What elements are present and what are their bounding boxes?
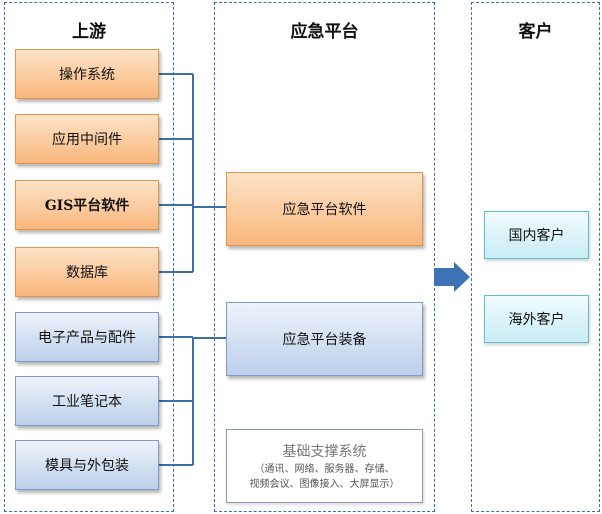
upstream-item-label: 数据库: [66, 265, 108, 281]
upstream-item-label: 电子产品与配件: [38, 330, 136, 346]
right-arrow-icon: [434, 262, 470, 292]
upstream-item-gis: GIS平台软件: [15, 180, 159, 230]
platform-software-box: 应急平台软件: [226, 172, 423, 246]
upstream-column-title: 上游: [72, 22, 106, 42]
customer-label: 海外客户: [508, 312, 565, 328]
customer-column-title: 客户: [518, 22, 553, 42]
upstream-item-label: 工业笔记本: [52, 394, 122, 410]
base-support-detail-2: 视频会议、图像接入、大屏显示）: [249, 479, 400, 490]
platform-equipment-box: 应急平台装备: [226, 302, 423, 376]
upstream-item-database: 数据库: [15, 247, 159, 297]
platform-software-label: 应急平台软件: [282, 202, 367, 218]
upstream-item-label: 应用中间件: [52, 132, 122, 148]
base-support-title: 基础支撑系统: [282, 444, 367, 460]
upstream-item-label: GIS平台软件: [44, 198, 130, 214]
base-support-box: 基础支撑系统 （通讯、网络、服务器、存储、 视频会议、图像接入、大屏显示）: [226, 429, 423, 503]
upstream-item-electronics: 电子产品与配件: [15, 312, 159, 362]
upstream-item-label: 操作系统: [59, 67, 115, 83]
upstream-item-os: 操作系统: [15, 49, 159, 99]
customer-label: 国内客户: [508, 228, 565, 244]
platform-column-title: 应急平台: [290, 22, 359, 42]
base-support-detail-1: （通讯、网络、服务器、存储、: [254, 464, 395, 475]
customer-overseas: 海外客户: [484, 295, 589, 343]
customer-domestic: 国内客户: [484, 211, 589, 259]
platform-column: 应急平台: [214, 2, 435, 512]
upstream-item-laptop: 工业笔记本: [15, 376, 159, 426]
upstream-column: 上游: [4, 2, 174, 512]
customer-column: 客户: [471, 2, 600, 512]
upstream-item-label: 模具与外包装: [45, 458, 129, 474]
platform-equipment-label: 应急平台装备: [282, 332, 367, 348]
upstream-item-mold: 模具与外包装: [15, 440, 159, 490]
upstream-item-middleware: 应用中间件: [15, 114, 159, 164]
